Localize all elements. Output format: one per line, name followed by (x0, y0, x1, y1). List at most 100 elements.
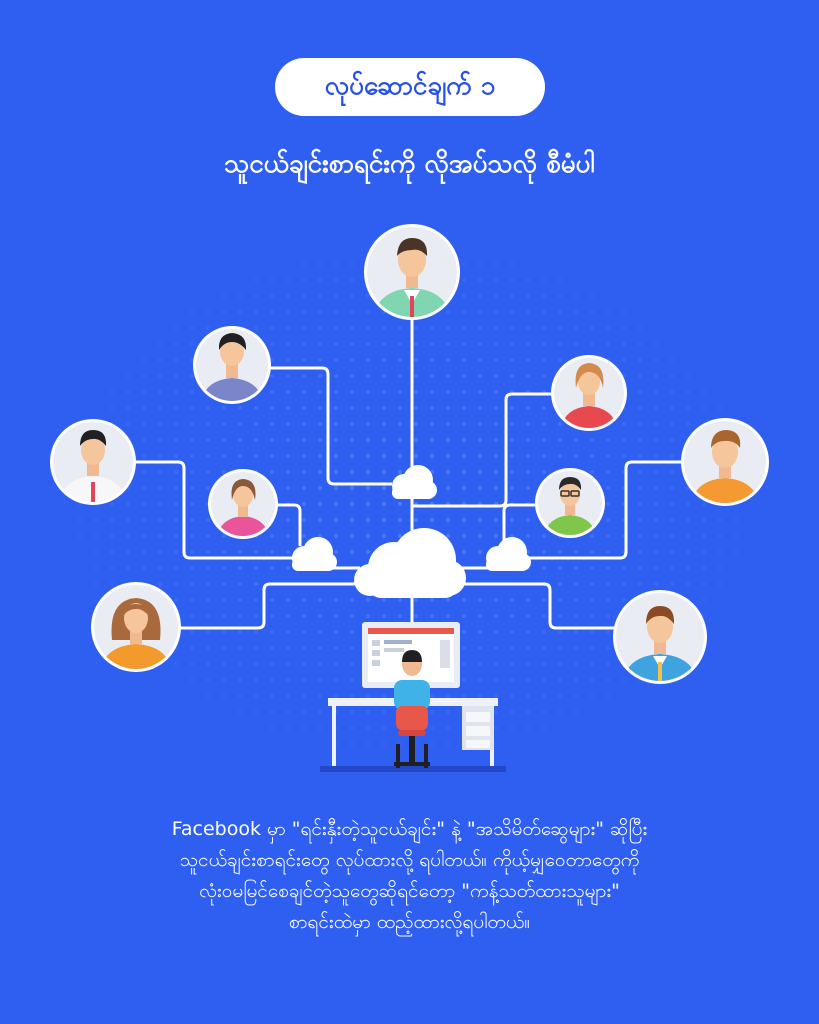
pattern-dot (286, 630, 290, 634)
pattern-dot (334, 678, 338, 682)
pattern-dot (302, 406, 306, 410)
pattern-dot (270, 534, 274, 538)
pattern-dot (542, 422, 546, 426)
pattern-dot (510, 310, 514, 314)
pattern-dot (158, 582, 162, 586)
pattern-dot (110, 566, 114, 570)
pattern-dot (174, 422, 178, 426)
pattern-dot (462, 486, 466, 490)
pattern-dot (238, 438, 242, 442)
pattern-dot (206, 566, 210, 570)
pattern-dot (238, 662, 242, 666)
pattern-dot (238, 598, 242, 602)
pattern-dot (462, 470, 466, 474)
pattern-dot (398, 422, 402, 426)
pattern-dot (318, 598, 322, 602)
pattern-dot (558, 326, 562, 330)
pattern-dot (510, 278, 514, 282)
pattern-dot (158, 486, 162, 490)
pattern-dot (238, 566, 242, 570)
pattern-dot (142, 534, 146, 538)
pattern-dot (254, 406, 258, 410)
pattern-dot (270, 326, 274, 330)
pattern-dot (142, 550, 146, 554)
pattern-dot (606, 518, 610, 522)
pattern-dot (686, 502, 690, 506)
pattern-dot (670, 534, 674, 538)
pattern-dot (478, 630, 482, 634)
pattern-dot (366, 358, 370, 362)
pattern-dot (302, 390, 306, 394)
pattern-dot (526, 646, 530, 650)
pattern-dot (158, 406, 162, 410)
pattern-dot (398, 534, 402, 538)
pattern-dot (590, 598, 594, 602)
pattern-dot (286, 710, 290, 714)
pattern-dot (350, 406, 354, 410)
pattern-dot (366, 598, 370, 602)
pattern-dot (206, 326, 210, 330)
pattern-dot (414, 518, 418, 522)
pattern-dot (110, 518, 114, 522)
pattern-dot (302, 342, 306, 346)
pattern-dot (574, 342, 578, 346)
pattern-dot (606, 566, 610, 570)
avatar-mid-right (535, 468, 605, 538)
pattern-dot (638, 470, 642, 474)
pattern-dot (222, 438, 226, 442)
pattern-dot (494, 486, 498, 490)
pattern-dot (318, 518, 322, 522)
pattern-dot (590, 550, 594, 554)
pattern-dot (270, 646, 274, 650)
pattern-dot (462, 630, 466, 634)
pattern-dot (542, 374, 546, 378)
pattern-dot (414, 390, 418, 394)
pattern-dot (558, 566, 562, 570)
pattern-dot (462, 278, 466, 282)
pattern-dot (542, 454, 546, 458)
cloud-icon (354, 528, 466, 598)
pattern-dot (334, 662, 338, 666)
pattern-dot (638, 406, 642, 410)
pattern-dot (494, 310, 498, 314)
pattern-dot (670, 518, 674, 522)
pattern-dot (606, 438, 610, 442)
pattern-dot (334, 422, 338, 426)
pattern-dot (430, 422, 434, 426)
pattern-dot (222, 566, 226, 570)
pattern-dot (510, 630, 514, 634)
pattern-dot (350, 662, 354, 666)
pattern-dot (446, 470, 450, 474)
pattern-dot (382, 710, 386, 714)
pattern-dot (478, 534, 482, 538)
pattern-dot (190, 662, 194, 666)
pattern-dot (382, 502, 386, 506)
pattern-dot (238, 582, 242, 586)
cloud-icon (486, 537, 531, 571)
avatar-lower-left (91, 582, 181, 672)
pattern-dot (286, 406, 290, 410)
pattern-dot (670, 454, 674, 458)
pattern-dot (366, 726, 370, 730)
pattern-dot (542, 614, 546, 618)
pattern-dot (510, 406, 514, 410)
pattern-dot (574, 438, 578, 442)
pattern-dot (670, 502, 674, 506)
pattern-dot (286, 422, 290, 426)
pattern-dot (446, 486, 450, 490)
pattern-dot (430, 342, 434, 346)
pattern-dot (478, 678, 482, 682)
pattern-dot (590, 662, 594, 666)
pattern-dot (526, 374, 530, 378)
pattern-dot (126, 422, 130, 426)
pattern-dot (254, 614, 258, 618)
pattern-dot (622, 422, 626, 426)
pattern-dot (414, 614, 418, 618)
pattern-dot (478, 598, 482, 602)
pattern-dot (190, 550, 194, 554)
pattern-dot (286, 614, 290, 618)
pattern-dot (462, 534, 466, 538)
pattern-dot (574, 630, 578, 634)
pattern-dot (190, 390, 194, 394)
